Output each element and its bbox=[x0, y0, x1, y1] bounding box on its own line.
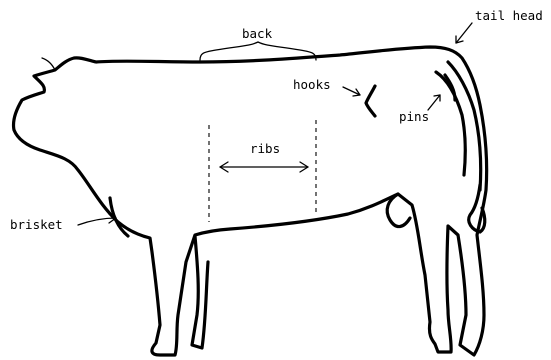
hooks-arrow bbox=[343, 87, 360, 96]
hooks-label: hooks bbox=[293, 77, 331, 92]
tail-head-label: tail head bbox=[475, 8, 543, 23]
ribs-arrow bbox=[220, 162, 308, 172]
tail-head-arrow bbox=[456, 23, 472, 43]
ribs-label: ribs bbox=[250, 141, 280, 156]
back-label: back bbox=[242, 26, 273, 41]
cow-outline bbox=[13, 47, 486, 355]
brisket-label: brisket bbox=[10, 217, 63, 232]
pins-arrow bbox=[428, 95, 440, 110]
pins-label: pins bbox=[399, 109, 429, 124]
